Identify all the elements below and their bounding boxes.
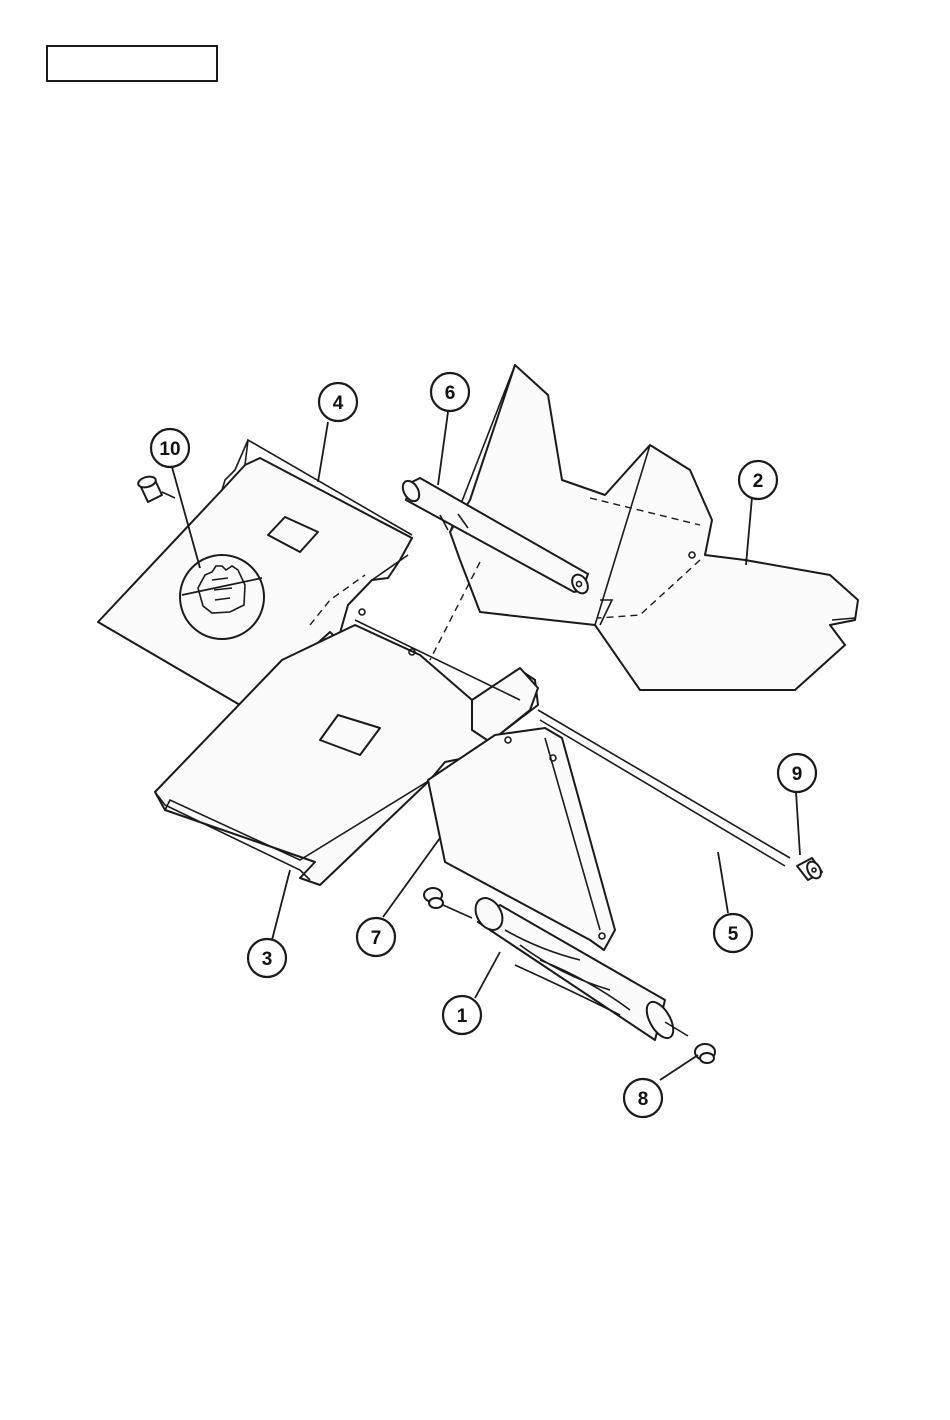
callout-8-label: 8 [638, 1089, 649, 1110]
part-10-cap [137, 475, 175, 502]
callout-1: 1 [443, 996, 481, 1034]
part-2-side-bracket [450, 365, 858, 690]
callout-6: 6 [431, 373, 469, 411]
callout-5-label: 5 [728, 924, 739, 945]
callout-10-label: 10 [159, 439, 180, 460]
part-8-knob-left [424, 888, 472, 918]
callout-8: 8 [624, 1079, 662, 1117]
callout-5: 5 [714, 914, 752, 952]
part-10-warning-label [180, 555, 264, 639]
part-9-end-cap [797, 858, 824, 881]
callout-7: 7 [357, 918, 395, 956]
callout-4-label: 4 [333, 393, 344, 414]
callout-9: 9 [778, 754, 816, 792]
callout-6-label: 6 [445, 383, 456, 404]
callout-1-label: 1 [457, 1006, 468, 1027]
part-8-knob-right [695, 1044, 715, 1063]
callout-4: 4 [319, 383, 357, 421]
callout-3: 3 [248, 939, 286, 977]
callout-7-label: 7 [371, 928, 382, 949]
callout-10: 10 [151, 429, 189, 467]
callout-3-label: 3 [262, 949, 273, 970]
callout-2-label: 2 [753, 471, 764, 492]
callout-2: 2 [739, 461, 777, 499]
callout-9-label: 9 [792, 764, 803, 785]
